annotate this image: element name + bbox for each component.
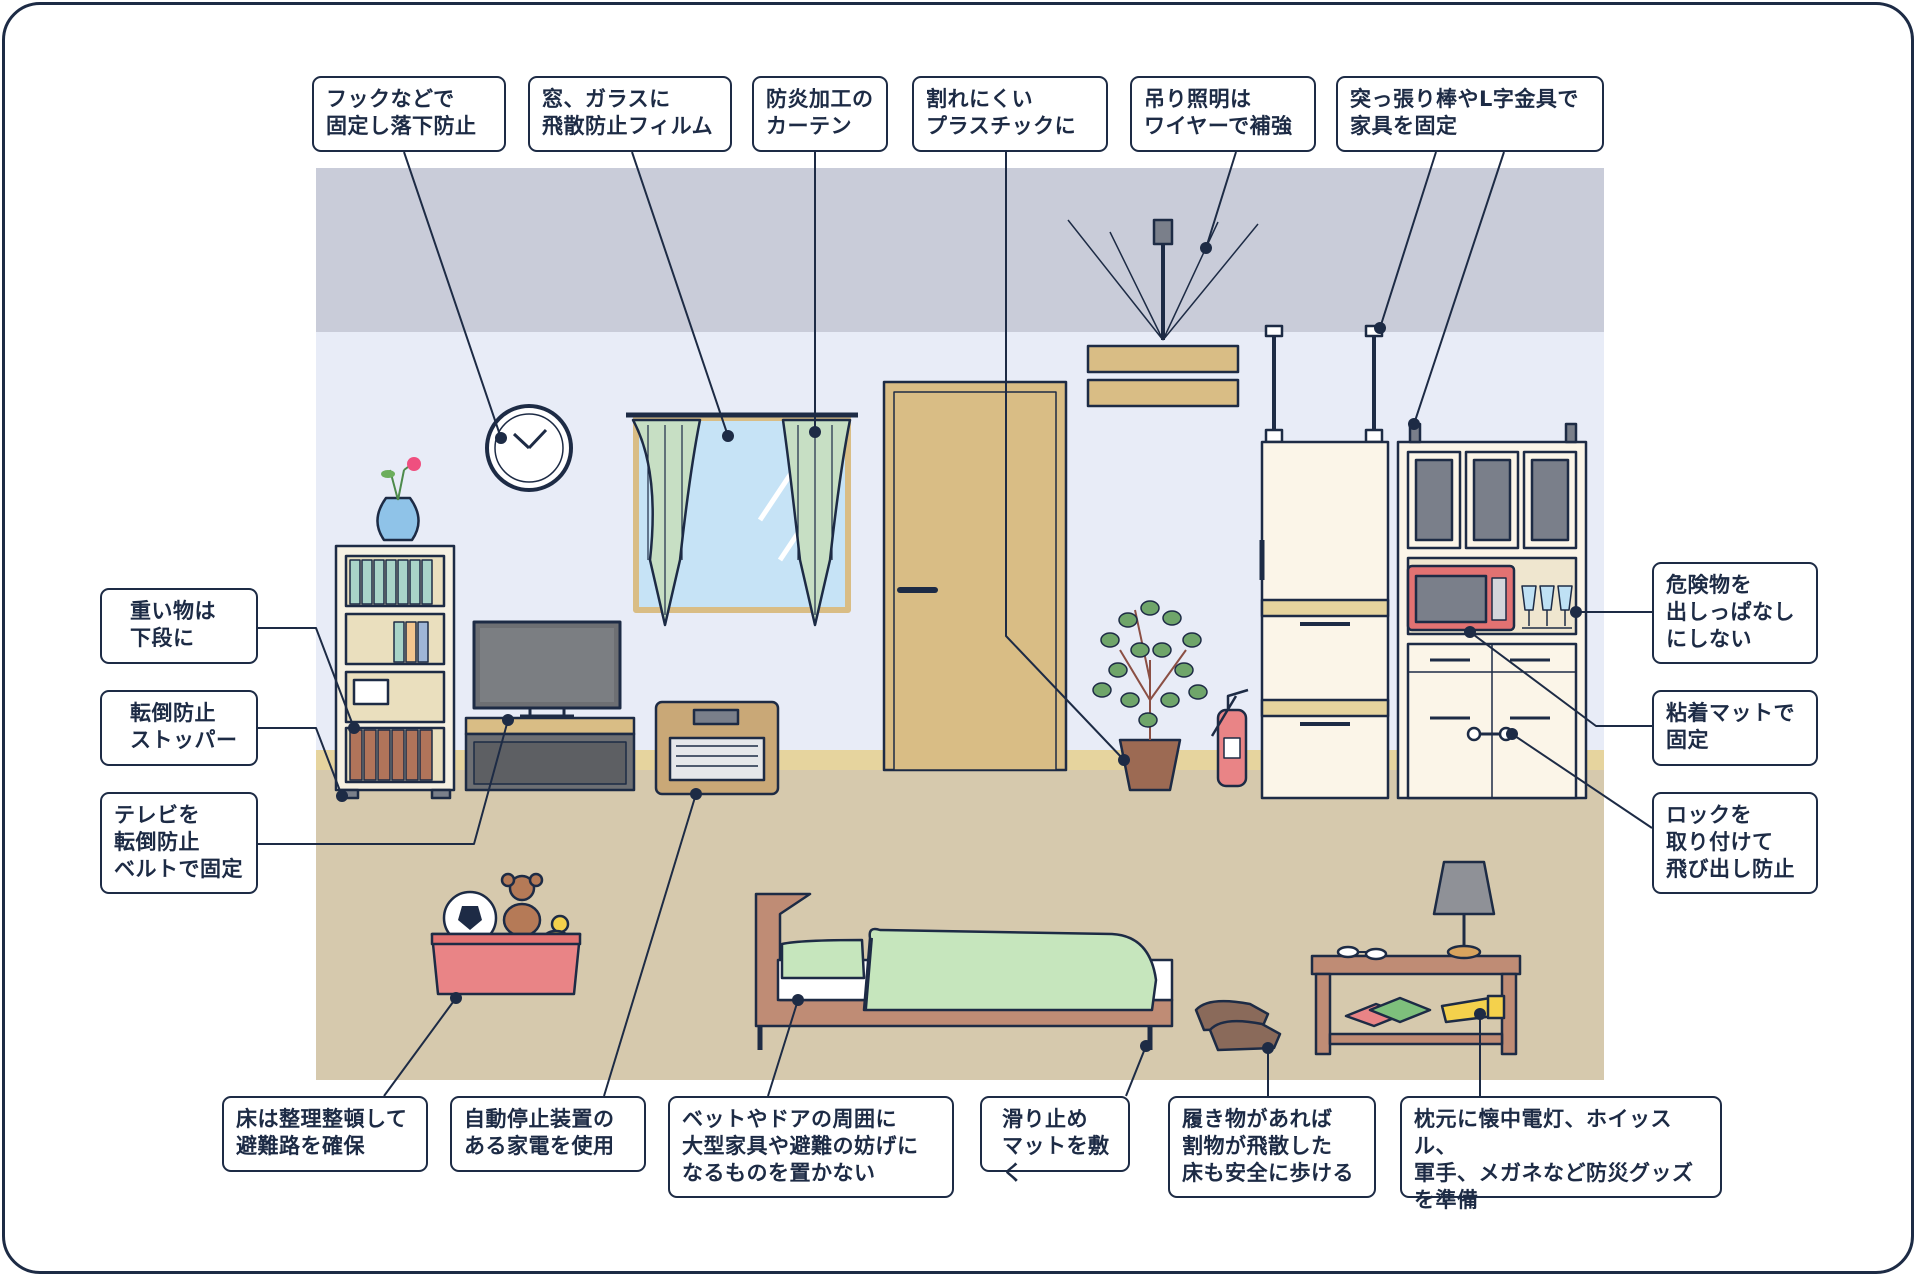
callout-bedside: 枕元に懐中電灯、ホイッスル、 軍手、メガネなど防災グッズ を準備 [1400,1096,1722,1212]
microwave [1406,564,1516,632]
callout-tv: テレビを 転倒防止 ベルトで固定 [100,792,258,894]
callout-danger: 危険物を 出しっぱなし にしない [1652,562,1818,664]
ceiling [316,168,1604,332]
callout-plastic: 割れにくい プラスチックに [912,76,1108,152]
glasses-icon [1336,945,1388,961]
glassware [1521,585,1573,629]
plant [1092,600,1208,792]
bedside-table [1310,860,1522,1056]
callout-window-film: 窓、ガラスに 飛散防止フィルム [528,76,732,152]
toy-basket [430,872,582,996]
callout-bed: ベットやドアの周囲に 大型家具や避難の妨げに なるものを置かない [668,1096,954,1198]
heater [654,700,780,796]
fire-extinguisher-icon [1210,688,1249,788]
door [882,380,1068,772]
bookshelf [334,544,456,800]
tv [464,620,636,792]
clock-icon [485,404,573,492]
flower-icon [376,457,421,542]
leader-dots [336,242,1582,1054]
callout-lock: ロックを 取り付けて 飛び出し防止 [1652,792,1818,894]
callout-stopper: 転倒防止 ストッパー [100,690,258,766]
lamp-icon [1432,860,1496,960]
callout-slip: 滑り止め マットを敷く [980,1096,1130,1185]
callout-curtain: 防炎加工の カーテン [752,76,888,152]
callout-light: 吊り照明は ワイヤーで補強 [1130,76,1316,152]
callout-tension-rod: 突っ張り棒やL字金具で 家具を固定 [1336,76,1604,152]
ceiling-light [1067,218,1259,408]
callout-heavy: 重い物は 下段に [100,588,258,664]
flashlight-icon [1440,994,1506,1024]
leader-lines [258,151,1653,1097]
callout-appliance: 自動停止装置の ある家電を使用 [450,1096,646,1172]
callout-floor: 床は整理整頓して 避難路を確保 [222,1096,428,1172]
callout-hook: フックなどで 固定し落下防止 [312,76,506,152]
books [1344,996,1432,1028]
slippers [1194,999,1282,1052]
callout-shoes: 履き物があれば 割物が飛散した 床も安全に歩ける [1168,1096,1376,1198]
refrigerator [1259,324,1390,800]
callout-mat: 粘着マットで 固定 [1652,690,1818,766]
window [626,412,858,627]
